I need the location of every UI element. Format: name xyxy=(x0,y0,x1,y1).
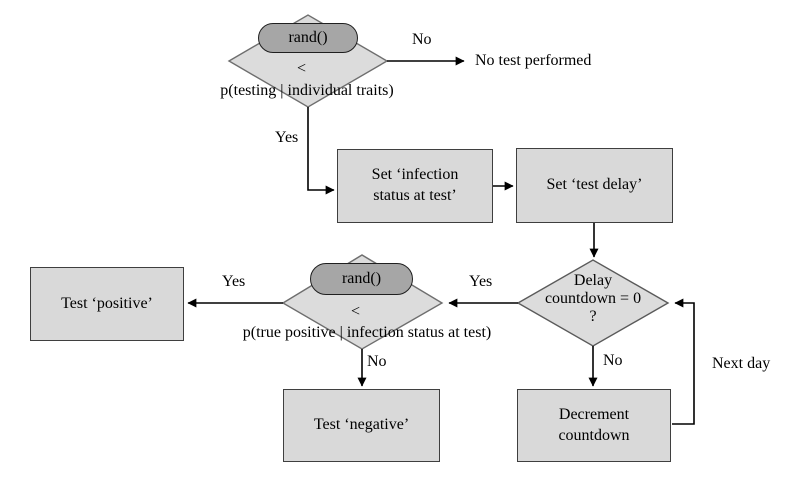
delay-countdown-line1: Delay xyxy=(573,272,613,289)
box-set-test-delay: Set ‘test delay’ xyxy=(516,148,673,223)
box-test-positive: Test ‘positive’ xyxy=(30,267,184,341)
condition-testing-traits: p(testing | individual traits) xyxy=(220,82,394,99)
box-test-negative: Test ‘negative’ xyxy=(283,389,440,462)
set-infection-line2: status at test’ xyxy=(373,187,457,204)
box-decrement-countdown: Decrement countdown xyxy=(517,389,671,462)
label-delay-yes: Yes xyxy=(469,273,493,290)
box-set-infection-status: Set ‘infection status at test’ xyxy=(337,149,493,223)
set-infection-line1: Set ‘infection xyxy=(371,166,459,184)
arrow-nextday-loop xyxy=(672,298,695,425)
rand-bottom-stadium: rand() xyxy=(310,263,413,295)
label-randbottom-no: No xyxy=(367,353,387,370)
delay-countdown-line3: ? xyxy=(589,307,597,325)
label-next-day: Next day xyxy=(712,355,771,372)
delay-countdown-line2: countdown = 0 xyxy=(544,289,642,307)
set-test-delay-label: Set ‘test delay’ xyxy=(546,176,643,194)
label-randbottom-yes: Yes xyxy=(222,273,246,290)
rand-bottom-operator: < xyxy=(351,303,361,320)
test-positive-label: Test ‘positive’ xyxy=(61,294,153,312)
rand-top-operator: < xyxy=(297,60,307,77)
arrow-top-yes xyxy=(307,107,335,195)
decrement-line1: Decrement xyxy=(558,405,630,423)
rand-top-label: rand() xyxy=(288,29,328,46)
test-negative-label: Test ‘negative’ xyxy=(313,416,410,434)
decrement-line2: countdown xyxy=(558,426,630,444)
diamond-delay-countdown xyxy=(516,259,670,347)
label-top-no: No xyxy=(412,31,432,48)
label-no-test-performed: No test performed xyxy=(475,52,592,69)
rand-bottom-label: rand() xyxy=(341,270,382,287)
label-delay-no: No xyxy=(603,352,623,369)
delay-countdown-text: Delay countdown = 0 ? xyxy=(537,272,649,326)
rand-top-stadium: rand() xyxy=(258,23,358,53)
label-top-yes: Yes xyxy=(275,129,299,146)
condition-true-positive: p(true positive | infection status at te… xyxy=(242,324,492,341)
